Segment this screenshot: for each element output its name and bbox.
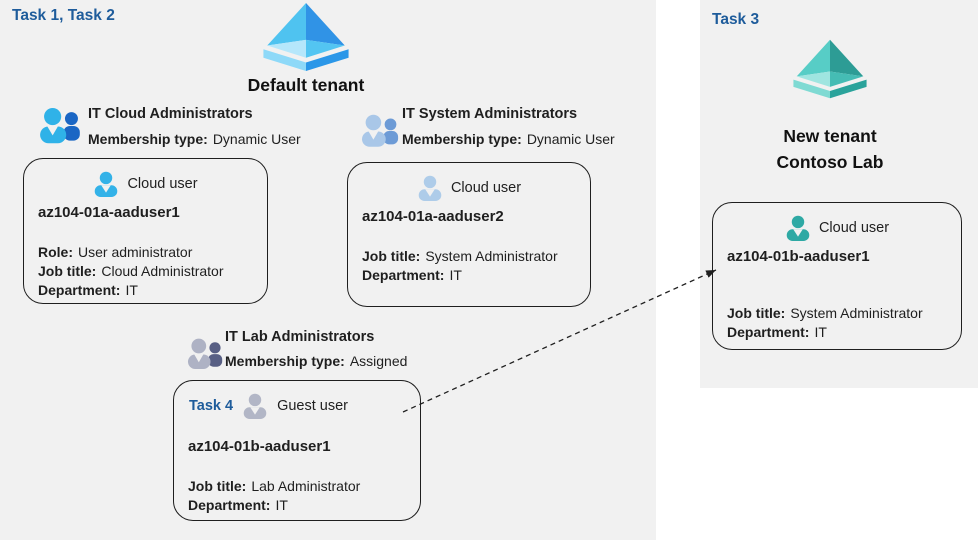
user-name: az104-01a-aaduser2 [362,208,504,225]
attr-job-title: Job title:Cloud Administrator [38,263,224,279]
user-card-aaduser2: Cloud user az104-01a-aaduser2 Job title:… [347,162,591,307]
user-card-header: Cloud user [362,173,576,203]
cloud-user-icon [418,175,442,201]
group-title-lab-admins: IT Lab Administrators [225,329,375,345]
attr-job-title: Job title:System Administrator [727,305,923,321]
user-attributes: Role:User administrator Job title:Cloud … [38,243,253,300]
user-name: az104-01a-aaduser1 [38,204,180,221]
user-card-header: Task 4 Guest user [188,391,406,421]
cloud-user-icon [95,171,118,197]
membership-type-label: Membership type: [402,131,522,147]
user-type-label: Cloud user [127,176,198,192]
user-attributes: Job title:System Administrator Departmen… [727,304,947,342]
user-card-aaduser1: Cloud user az104-01a-aaduser1 Role:User … [23,158,268,304]
group-icon [40,107,80,144]
attr-department: Department:IT [727,324,827,340]
attr-role: Role:User administrator [38,244,193,260]
membership-type-value: Dynamic User [212,131,301,147]
default-tenant-header: Default tenant [224,2,388,96]
attr-department: Department:IT [38,282,138,298]
default-tenant-title: Default tenant [247,75,365,95]
group-membership-system-admins: Membership type:Dynamic User [402,131,615,147]
task-3-label: Task 3 [712,11,760,28]
guest-user-icon [243,393,267,419]
guest-user-card: Task 4 Guest user az104-01b-aaduser1 Job… [173,380,421,521]
group-icon [188,338,223,369]
user-attributes: Job title:System Administrator Departmen… [362,247,576,285]
membership-type-value: Assigned [349,353,408,369]
membership-type-label: Membership type: [225,353,345,369]
membership-type-label: Membership type: [88,131,208,147]
group-title-cloud-admins: IT Cloud Administrators [88,106,253,122]
group-membership-cloud-admins: Membership type:Dynamic User [88,131,301,147]
user-type-label: Cloud user [450,180,522,196]
user-card-header: Cloud user [727,213,947,243]
user-attributes: Job title:Lab Administrator Department:I… [188,477,406,515]
user-type-label: Guest user [277,398,348,414]
new-tenant-header: New tenant Contoso Lab [746,38,914,175]
attr-job-title: Job title:Lab Administrator [188,478,361,494]
new-tenant-title-line1: New tenant [783,126,877,146]
group-membership-lab-admins: Membership type:Assigned [225,353,407,369]
task-1-2-label: Task 1, Task 2 [12,7,115,24]
new-tenant-user-card: Cloud user az104-01b-aaduser1 Job title:… [712,202,962,350]
attr-department: Department:IT [362,267,462,283]
attr-job-title: Job title:System Administrator [362,248,558,264]
group-title-system-admins: IT System Administrators [402,106,578,122]
new-tenant-title-line2: Contoso Lab [776,152,884,172]
task-4-label: Task 4 [189,398,234,414]
azure-ad-icon-teal [793,39,867,99]
user-type-label: Cloud user [818,220,890,236]
azure-ad-icon [263,2,349,72]
cloud-user-icon [786,215,810,241]
attr-department: Department:IT [188,497,288,513]
group-icon [362,114,399,147]
user-card-header: Cloud user [38,169,253,199]
user-name: az104-01b-aaduser1 [727,248,870,265]
membership-type-value: Dynamic User [526,131,615,147]
user-name: az104-01b-aaduser1 [188,438,331,455]
